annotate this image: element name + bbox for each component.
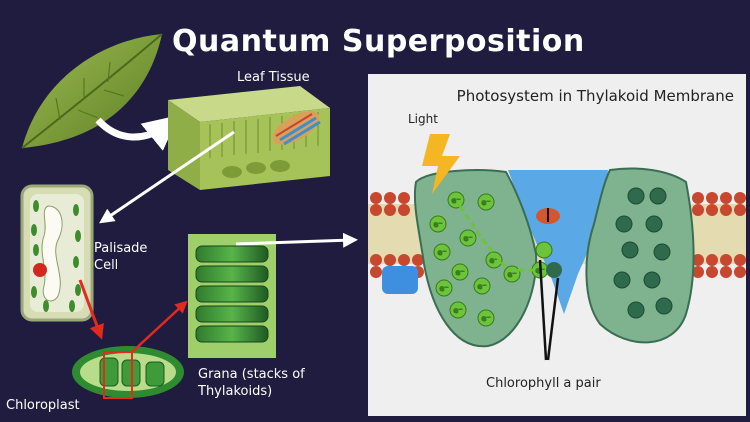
membrane-heads-bottom xyxy=(370,254,746,278)
light-label: Light xyxy=(408,112,438,126)
electron-symbol: e⁻ xyxy=(481,198,490,207)
light-bolt-icon xyxy=(422,134,460,194)
palisade-cell-label: Palisade Cell xyxy=(94,241,148,273)
palisade-cell-image xyxy=(20,184,94,322)
cell-to-chloroplast-arrow xyxy=(78,279,104,340)
lumen-channel xyxy=(508,170,608,314)
pair-pointer-lines xyxy=(538,259,560,361)
page-title: Quantum Superposition xyxy=(172,24,585,59)
electron-symbol: e⁻ xyxy=(477,282,486,291)
vascular-bundle xyxy=(272,111,321,146)
grana-label: Grana (stacks of Thylakoids) xyxy=(198,367,305,399)
leaf-to-tissue-arrow xyxy=(95,115,179,151)
leaf-image xyxy=(21,33,163,149)
photosystem-panel: e⁻e⁻e⁻e⁻e⁻e⁻e⁻e⁻e⁻e⁻e⁻e⁻e⁻ Photosystem i… xyxy=(368,74,746,416)
grana-to-panel-arrow xyxy=(235,232,358,248)
electron-symbol: e⁻ xyxy=(507,270,516,279)
chloroplast-label: Chloroplast xyxy=(6,398,80,413)
electron-symbol: e⁻ xyxy=(439,284,448,293)
photosystem-illustration: e⁻e⁻e⁻e⁻e⁻e⁻e⁻e⁻e⁻e⁻e⁻e⁻e⁻ xyxy=(368,134,746,361)
chloroplast-image xyxy=(72,346,184,399)
protein-small xyxy=(382,266,418,294)
electron-symbol: e⁻ xyxy=(455,268,464,277)
leaf-tissue-image xyxy=(168,86,330,190)
tissue-to-cell-arrow xyxy=(99,130,235,224)
electron-symbol: e⁻ xyxy=(453,306,462,315)
electron-symbol: e⁻ xyxy=(463,234,472,243)
membrane-heads-top xyxy=(370,192,746,216)
electron-symbol: e⁻ xyxy=(433,220,442,229)
pigment-dots xyxy=(613,187,673,319)
chlorophyll-pair xyxy=(535,241,562,278)
protein-left xyxy=(413,169,538,348)
chloroplast-to-grana-arrow xyxy=(131,300,188,353)
electrons: e⁻e⁻e⁻e⁻e⁻e⁻e⁻e⁻e⁻e⁻e⁻e⁻e⁻ xyxy=(429,191,549,327)
electron-path xyxy=(458,205,536,272)
chlorophyll-pair-label: Chlorophyll a pair xyxy=(486,376,601,391)
electron-symbol: e⁻ xyxy=(481,314,490,323)
panel-title: Photosystem in Thylakoid Membrane xyxy=(456,87,734,105)
grana-image xyxy=(188,234,276,358)
electron-symbol: e⁻ xyxy=(489,256,498,265)
electron-symbol: e⁻ xyxy=(451,196,460,205)
leaf-tissue-label: Leaf Tissue xyxy=(237,70,310,85)
electron-symbol: e⁻ xyxy=(437,248,446,257)
